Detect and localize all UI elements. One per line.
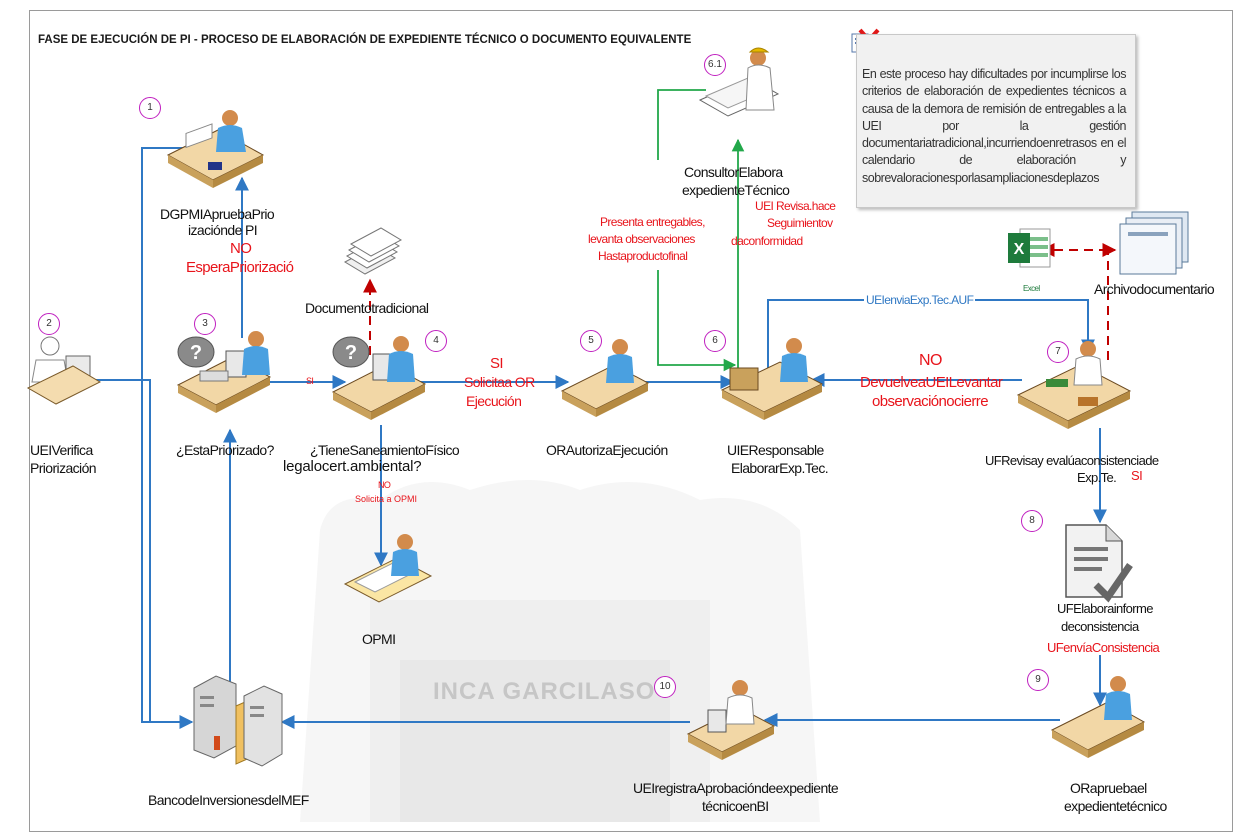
uf-envia-label: UFenvíaConsistencia bbox=[1047, 640, 1160, 655]
presenta-label-1: Presenta entregables, bbox=[600, 215, 705, 229]
or-aprueba-label-2: expedientetécnico bbox=[1064, 798, 1167, 814]
uei-revisa-label-2: Seguimientov bbox=[767, 216, 833, 230]
uf-report-icon bbox=[1065, 524, 1133, 603]
or-aprueba-label-1: ORapruebael bbox=[1070, 780, 1147, 796]
documents-stack-icon bbox=[343, 227, 403, 275]
excel-icon: X bbox=[1008, 228, 1051, 268]
uie-responsable-label-1: UIEResponsable bbox=[727, 442, 824, 458]
no-devuelve-label: NO bbox=[919, 352, 942, 369]
opmi-label: OPMI bbox=[362, 631, 396, 647]
page-title: FASE DE EJECUCIÓN DE PI - PROCESO DE ELA… bbox=[38, 34, 692, 46]
step-8-marker: 8 bbox=[1021, 510, 1043, 532]
tiene-saneamiento-icon bbox=[331, 336, 427, 420]
or-aprueba-icon bbox=[1050, 676, 1146, 758]
archivo-label: Archivodocumentario bbox=[1094, 281, 1215, 297]
question-bubble-icon: ? bbox=[177, 336, 215, 368]
uf-revisa-label-2: Exp.Te. bbox=[1077, 470, 1117, 485]
step-5-marker: 5 bbox=[580, 330, 602, 352]
uei-revisa-label-1: UEI Revisa.hace bbox=[755, 199, 836, 213]
esta-priorizado-label: ¿EstaPriorizado? bbox=[176, 442, 274, 458]
uei-registra-icon bbox=[686, 680, 776, 760]
consultor-label-2: expedienteTécnico bbox=[682, 182, 790, 198]
or-autoriza-icon bbox=[560, 339, 650, 417]
blue-flows bbox=[90, 147, 1107, 729]
consultor-label-1: ConsultorElabora bbox=[684, 164, 783, 180]
uei-revisa-label-3: daconformidad bbox=[731, 234, 803, 248]
uei-registra-label-2: técnicoenBI bbox=[702, 798, 769, 814]
solicita-or-label-1: Solicitaa OR bbox=[464, 374, 535, 390]
step-6-1-marker: 6.1 bbox=[704, 54, 726, 76]
solicita-opmi-label: Solicita a OPMI bbox=[355, 494, 418, 504]
step-2-marker: 2 bbox=[38, 313, 60, 335]
step-9-marker: 9 bbox=[1027, 669, 1049, 691]
solicita-or-label-2: Ejecución bbox=[466, 393, 522, 409]
presenta-label-2: levanta observaciones bbox=[588, 232, 695, 246]
si-small-label: SI bbox=[306, 376, 314, 386]
note-box bbox=[856, 34, 1136, 208]
devuelve-label-1: DevuelveaUEILevantar bbox=[860, 374, 1003, 391]
step-7-marker: 7 bbox=[1047, 341, 1069, 363]
devuelve-label-2: observaciónocierre bbox=[872, 393, 989, 410]
green-flows bbox=[657, 89, 745, 372]
step-3-marker: 3 bbox=[194, 313, 216, 335]
dgpmi-label-1: DGPMIApruebaPrio bbox=[160, 206, 275, 222]
uie-responsable-label-2: ElaborarExp.Tec. bbox=[731, 460, 829, 476]
uf-elabora-label-2: deconsistencia bbox=[1061, 619, 1139, 634]
uei-verifica-label-2: Priorización bbox=[30, 460, 97, 476]
archivo-stack-icon bbox=[1119, 211, 1189, 275]
consultor-icon bbox=[698, 47, 780, 117]
si-uf-label: SI bbox=[1131, 468, 1143, 483]
opmi-icon bbox=[343, 534, 433, 603]
uei-verifica-icon bbox=[26, 336, 102, 405]
watermark-text: INCA GARCILASO bbox=[433, 678, 656, 705]
uie-responsable-icon bbox=[720, 338, 824, 420]
banco-label: BancodeInversionesdelMEF bbox=[148, 792, 309, 808]
espera-label: EsperaPriorizació bbox=[186, 259, 294, 276]
svg-text:?: ? bbox=[190, 342, 202, 364]
tiene-saneamiento-label-2: legalocert.ambiental? bbox=[283, 458, 422, 475]
dgpmi-label-2: izaciónde PI bbox=[188, 222, 258, 238]
question-bubble-2-icon: ? bbox=[332, 336, 370, 368]
svg-text:X: X bbox=[1014, 241, 1025, 258]
dgpmi-desk-icon bbox=[166, 110, 265, 188]
uf-revisa-label-1: UFRevisay evalúaconsistenciade bbox=[985, 453, 1159, 468]
server-bank-icon bbox=[193, 675, 283, 767]
excel-label: Excel bbox=[1023, 284, 1040, 293]
step-6-marker: 6 bbox=[704, 330, 726, 352]
svg-text:?: ? bbox=[345, 342, 357, 364]
step-4-marker: 4 bbox=[425, 330, 447, 352]
uei-verifica-label-1: UEIVerifica bbox=[30, 442, 93, 458]
red-flows bbox=[363, 243, 1117, 360]
no-label-1: NO bbox=[230, 240, 252, 257]
uf-elabora-label-1: UFElaborainforme bbox=[1057, 601, 1153, 616]
step-10-marker: 10 bbox=[654, 676, 676, 698]
doc-tradicional-label: Documentotradicional bbox=[305, 300, 429, 316]
presenta-label-3: Hastaproductofinal bbox=[598, 249, 688, 263]
uf-revisa-icon bbox=[1016, 341, 1132, 429]
tiene-saneamiento-label-1: ¿TieneSaneamientoFísico bbox=[310, 442, 460, 458]
or-autoriza-label: ORAutorizaEjecución bbox=[546, 442, 668, 458]
step-1-marker: 1 bbox=[139, 97, 161, 119]
si-or-label: SI bbox=[490, 355, 504, 372]
esta-priorizado-icon bbox=[176, 331, 272, 413]
uei-envia-label: UEIenviaExp.Tec.AUF bbox=[864, 293, 976, 308]
no-opmi-label: NO bbox=[378, 480, 391, 490]
watermark-emblem bbox=[300, 480, 820, 822]
uei-registra-label-1: UEIregistraAprobacióndeexpediente bbox=[633, 780, 839, 796]
note-text: En este proceso hay dificultades por inc… bbox=[862, 67, 1127, 185]
